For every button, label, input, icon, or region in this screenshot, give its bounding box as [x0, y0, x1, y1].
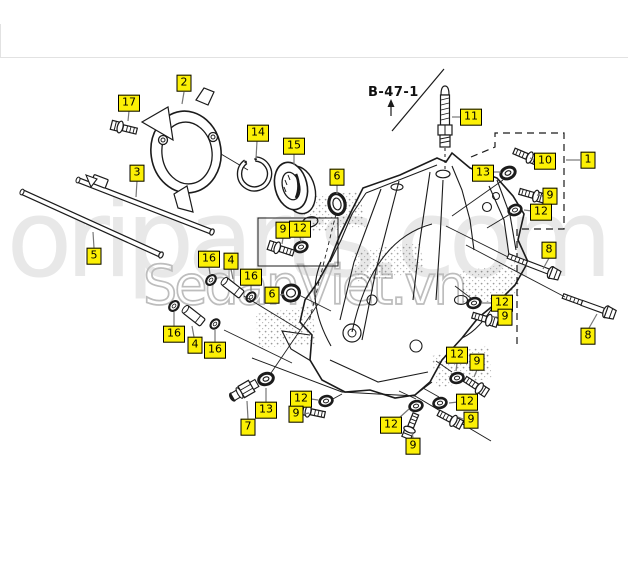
callout-1[interactable]: 1	[580, 151, 596, 169]
part-drawing-15-bearing	[273, 161, 317, 215]
part-drawing-6-seal-bottom	[281, 283, 301, 303]
callout-12[interactable]: 12	[290, 390, 312, 408]
leader-line	[127, 110, 130, 122]
callout-12[interactable]: 12	[380, 416, 402, 434]
part-drawing-11-stud	[437, 85, 453, 171]
callout-9[interactable]: 9	[497, 308, 513, 326]
bolt-group-box	[257, 217, 339, 267]
leader-line	[473, 369, 478, 378]
leader-line	[191, 325, 195, 338]
leader-line	[542, 257, 550, 270]
leader-line	[246, 400, 249, 420]
leader-line	[303, 412, 310, 415]
leader-line	[398, 408, 410, 419]
leader-line	[279, 293, 285, 296]
part-drawing-6-seal-top	[327, 191, 347, 217]
callout-11[interactable]: 11	[460, 108, 482, 126]
leader-line	[92, 231, 95, 249]
callout-9[interactable]: 9	[463, 411, 479, 429]
part-drawing-3-rod	[75, 174, 215, 236]
callout-6[interactable]: 6	[329, 168, 345, 186]
callout-5[interactable]: 5	[86, 247, 102, 265]
leader-line	[230, 268, 234, 280]
callout-16[interactable]: 16	[198, 250, 220, 268]
leader-line	[255, 140, 258, 160]
leader-line	[310, 398, 319, 401]
callout-8[interactable]: 8	[580, 327, 596, 345]
assembly-1-dashed-boundary	[470, 132, 565, 345]
callout-17[interactable]: 17	[118, 94, 140, 112]
leader-line	[181, 91, 185, 105]
callout-6[interactable]: 6	[264, 286, 280, 304]
callout-10[interactable]: 10	[534, 152, 556, 170]
callout-12[interactable]: 12	[456, 393, 478, 411]
callout-2[interactable]: 2	[176, 74, 192, 92]
callout-14[interactable]: 14	[247, 124, 269, 142]
leader-line	[299, 236, 302, 243]
callout-12[interactable]: 12	[530, 203, 552, 221]
callout-9[interactable]: 9	[542, 187, 558, 205]
diagram-reference-label[interactable]: B-47-1	[368, 85, 419, 100]
callout-13[interactable]: 13	[255, 401, 277, 419]
callout-16[interactable]: 16	[204, 341, 226, 359]
page-left-rule	[0, 24, 1, 57]
callout-9[interactable]: 9	[405, 437, 421, 455]
callout-13[interactable]: 13	[472, 164, 494, 182]
leader-line	[135, 180, 138, 198]
part-drawing-7-sensor	[229, 378, 260, 402]
callout-12[interactable]: 12	[289, 220, 311, 238]
leader-line	[411, 431, 414, 439]
leader-line	[457, 416, 464, 420]
callout-4[interactable]: 4	[223, 252, 239, 270]
callout-15[interactable]: 15	[283, 137, 305, 155]
leader-line	[536, 194, 544, 197]
b47-arrow-icon	[387, 68, 445, 132]
callout-12[interactable]: 12	[446, 346, 468, 364]
callout-12[interactable]: 12	[491, 294, 513, 312]
leader-line	[208, 266, 211, 275]
leader-line	[455, 362, 458, 372]
callout-9[interactable]: 9	[288, 405, 304, 423]
leader-line	[281, 237, 284, 245]
page-top-rule	[0, 57, 628, 58]
callout-7[interactable]: 7	[240, 418, 256, 436]
callout-16[interactable]: 16	[240, 268, 262, 286]
callout-3[interactable]: 3	[129, 164, 145, 182]
leader-line	[588, 313, 598, 329]
callout-9[interactable]: 9	[469, 353, 485, 371]
callout-4[interactable]: 4	[187, 336, 203, 354]
part-pointer-lines	[223, 179, 566, 401]
callout-16[interactable]: 16	[163, 325, 185, 343]
part-drawing-5-rod	[19, 188, 164, 259]
callout-leader-lines	[92, 91, 598, 439]
callout-8[interactable]: 8	[541, 241, 557, 259]
